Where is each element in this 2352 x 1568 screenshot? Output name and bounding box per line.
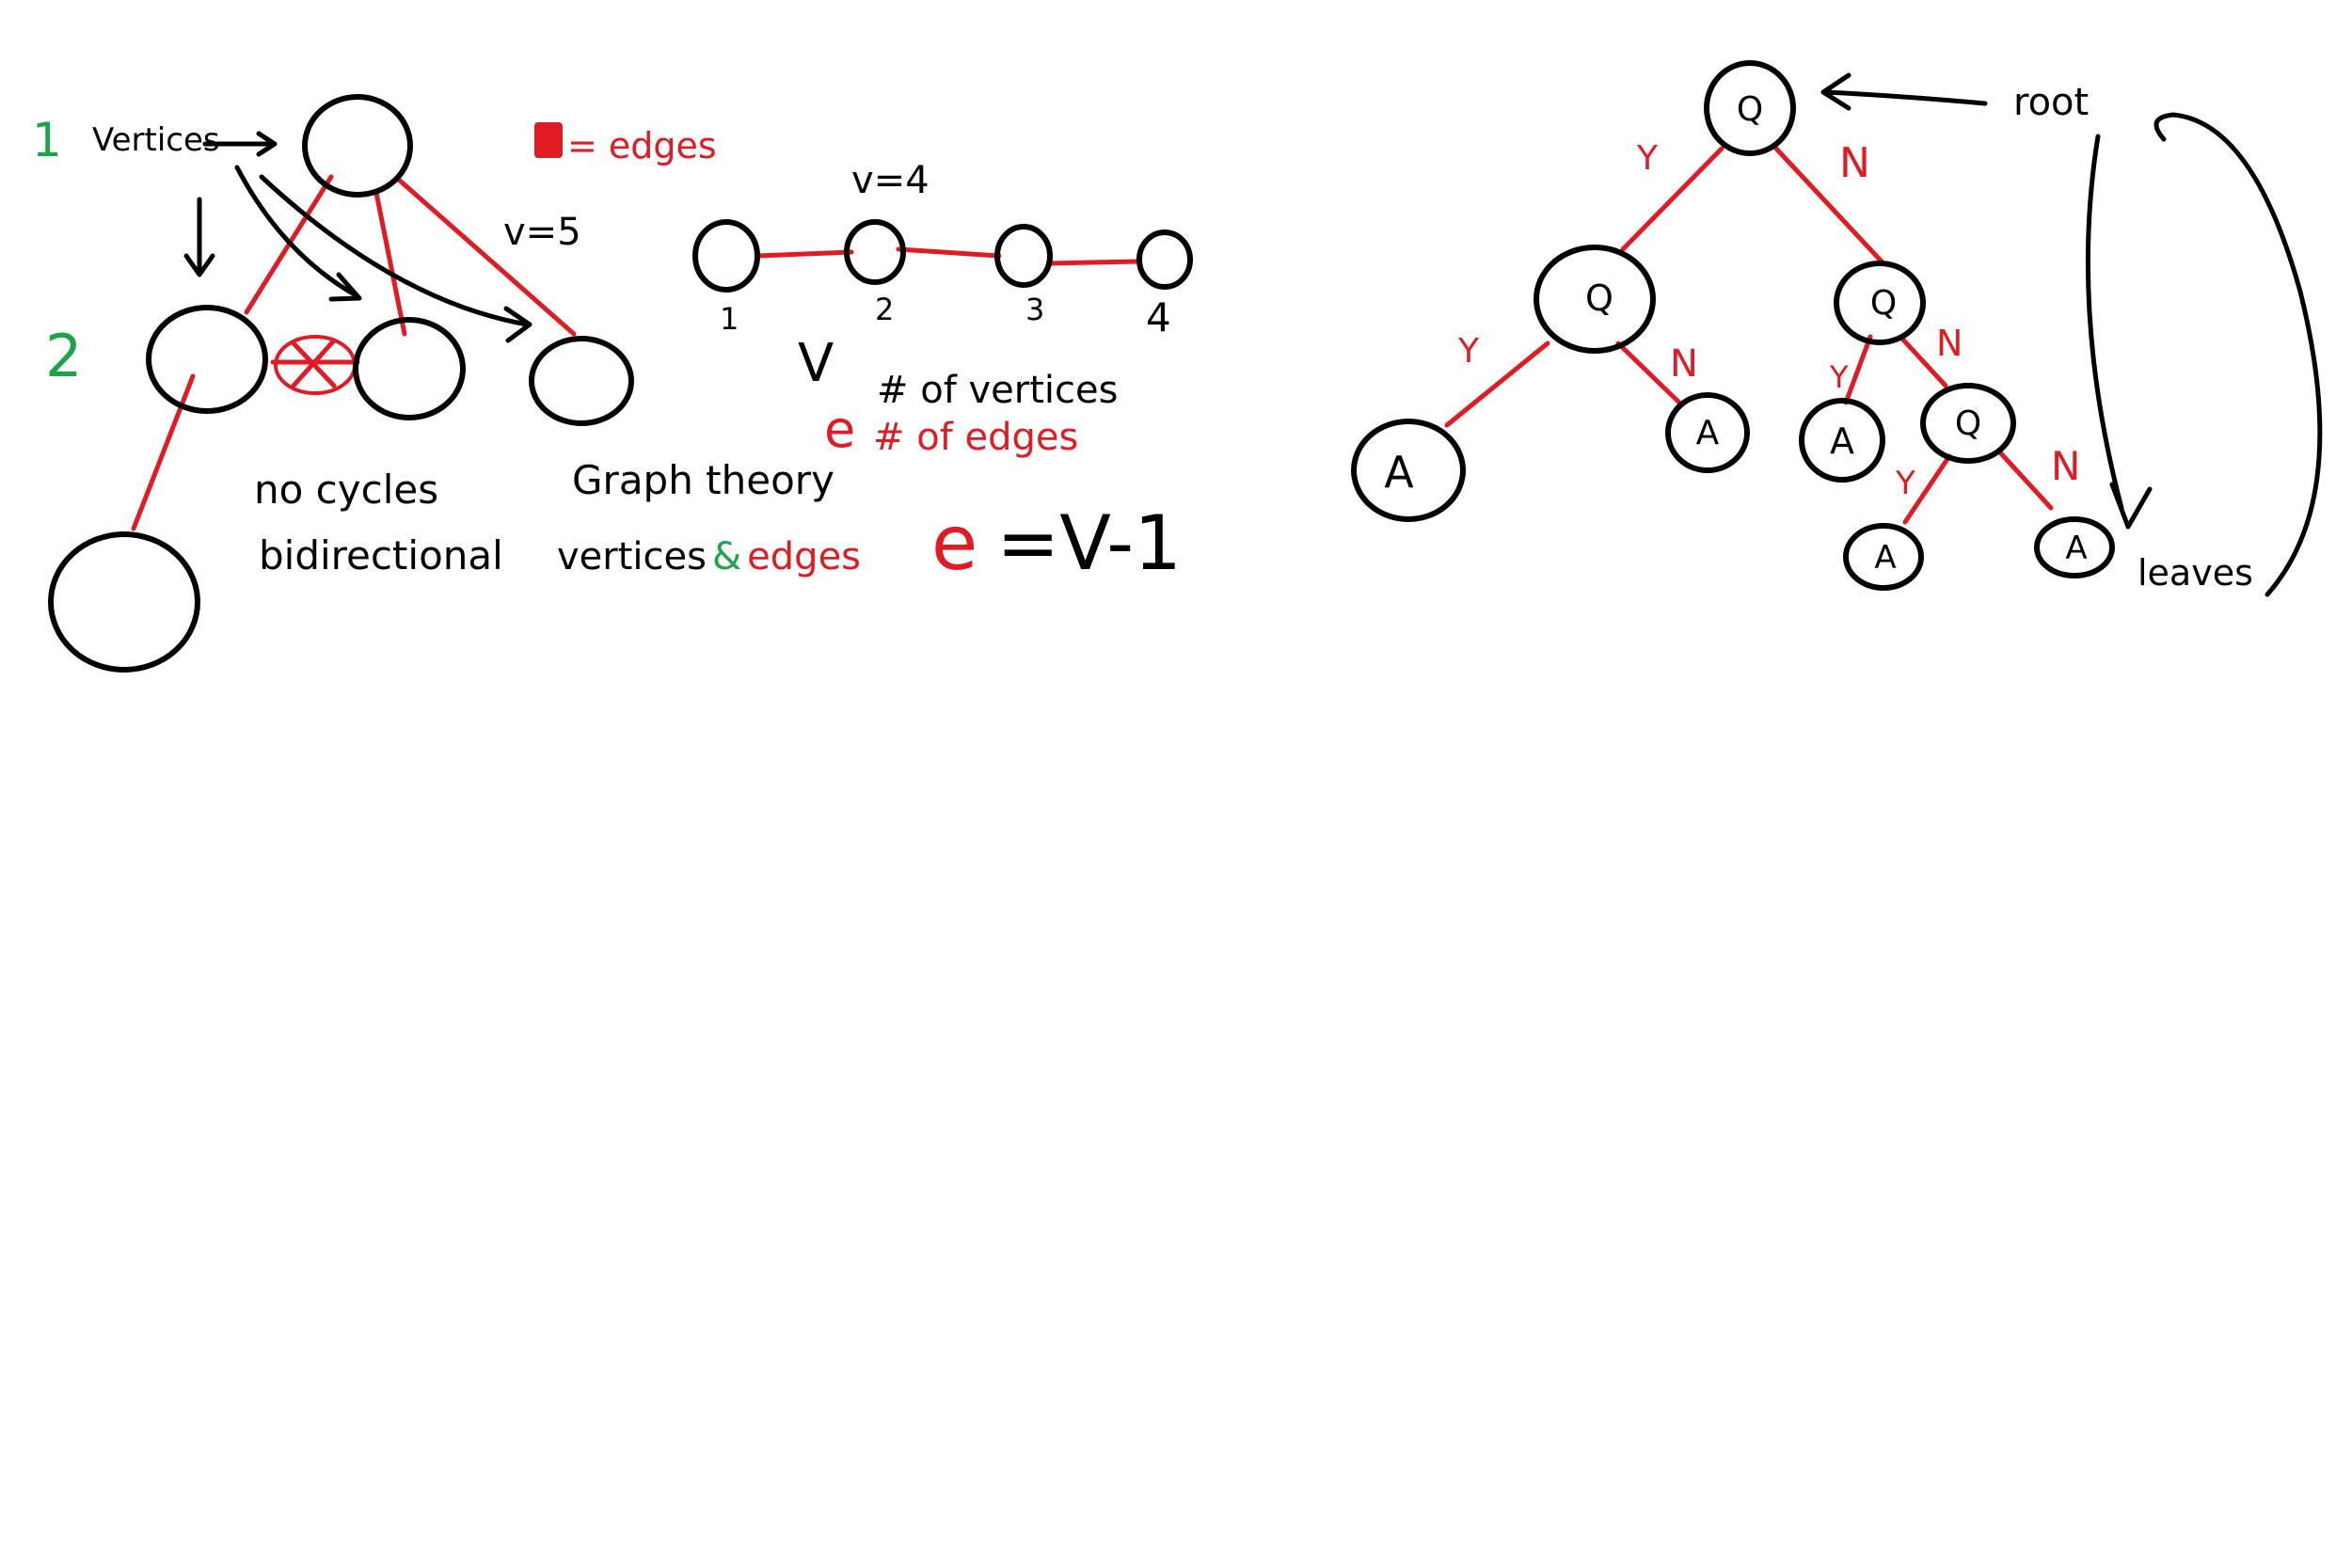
vertex-top (302, 94, 413, 198)
number-one: 1 (32, 113, 62, 167)
edge-top-to-right (397, 178, 577, 337)
graph-theory-text: Graph theory (572, 457, 834, 503)
chain-label-3: 3 (1025, 292, 1044, 327)
number-two: 2 (45, 322, 82, 390)
amp-symbol: & (712, 535, 741, 578)
red-swatch (534, 122, 563, 158)
arrow-to-right-vertex (259, 174, 532, 343)
edges-legend: = edges (567, 125, 717, 166)
chain-edge-2-3 (896, 246, 1002, 259)
formula: e=V-1 (931, 499, 1182, 587)
v-count-four: v=4 (851, 159, 930, 202)
chain-label-2: 2 (875, 292, 894, 327)
e-description: # of edges (873, 416, 1078, 459)
leaf-3-text: A (1830, 420, 1854, 462)
decision-tree: Q Q Q Q A A A A A Y N Y N Y N Y N root l… (1351, 60, 2323, 597)
tree-edge-rq-q3 (1898, 334, 1948, 388)
root-arrow (1820, 72, 1988, 111)
leaves-bracket-arrow (2085, 134, 2153, 530)
label-y-right: Y (1829, 359, 1849, 395)
tree-edge-rq-leaf3 (1843, 334, 1873, 405)
v-count-five: v=5 (503, 211, 581, 254)
label-n-root: N (1839, 139, 1870, 187)
vertex-left (146, 305, 268, 414)
v-symbol: V (798, 333, 834, 394)
arrow-to-left-vertex (183, 197, 215, 277)
label-n-right: N (1936, 323, 1963, 364)
tree-leaf-2 (1665, 392, 1750, 473)
edges-word: edges (747, 535, 861, 578)
root-q-text: Q (1737, 90, 1763, 129)
chain-edge-1-2 (755, 249, 854, 259)
arrow-to-top-vertex (202, 131, 278, 157)
tree-leaf-3 (1799, 398, 1885, 483)
chain-graph: 1 2 3 4 v=4 V # of vertices e # of edges… (557, 159, 1193, 587)
crossed-out-x (291, 338, 337, 388)
leaves-label: leaves (2137, 552, 2253, 594)
leaf-1-text: A (1384, 447, 1414, 498)
arrow-to-middle-vertex (234, 165, 362, 302)
label-y-left: Y (1457, 332, 1480, 371)
tree-edge-q3-leaf5 (1996, 449, 2054, 511)
label-y-third: Y (1895, 465, 1915, 502)
e-symbol: e (824, 400, 855, 459)
chain-vertex-1 (692, 219, 760, 293)
edge-left-to-bottom (131, 373, 196, 531)
tree-third-q-node (1920, 383, 2016, 464)
tree-edge-lq-leaf2 (1615, 341, 1682, 405)
vertex-right (529, 336, 634, 426)
chain-label-1: 1 (720, 301, 739, 337)
v-description: # of vertices (877, 369, 1118, 412)
tree-edge-q3-leaf4 (1902, 453, 1952, 525)
tree-root-node (1704, 60, 1796, 156)
third-q-text: Q (1955, 404, 1981, 443)
tree-leaf-5 (2034, 516, 2115, 578)
tree-leaf-4 (1843, 523, 1924, 591)
leaves-brace (2153, 112, 2323, 597)
vertices-word: vertices&edges (557, 535, 861, 578)
bidirectional-text: bidirectional (259, 532, 503, 578)
right-q-text: Q (1870, 284, 1897, 323)
chain-label-4: 4 (1146, 294, 1171, 341)
tree-left-q-node (1534, 245, 1656, 354)
no-cycles-text: no cycles (254, 467, 438, 513)
left-q-text: Q (1585, 277, 1613, 319)
tree-edge-root-right (1773, 146, 1884, 264)
chain-vertex-2 (844, 219, 906, 285)
root-label: root (2013, 81, 2089, 124)
vertices-word-text: vertices (557, 535, 707, 578)
leaf-5-text: A (2065, 530, 2087, 567)
formula-e: e (931, 499, 977, 587)
chain-vertex-3 (994, 224, 1053, 288)
left-graph: 1 2 Vertices = edges v=5 no cycles bidir… (32, 94, 717, 673)
tree-right-q-node (1834, 261, 1926, 345)
label-n-left: N (1670, 342, 1698, 386)
edge-top-to-middle (373, 190, 407, 337)
vertices-label: Vertices (92, 121, 220, 159)
tree-edge-lq-leaf1 (1444, 341, 1550, 428)
leaf-4-text: A (1874, 539, 1896, 577)
label-n-third: N (2051, 443, 2080, 489)
vertex-middle (353, 317, 466, 420)
formula-rest: =V-1 (996, 499, 1182, 587)
tree-leaf-1 (1351, 419, 1466, 522)
tree-edge-root-left (1620, 146, 1724, 252)
leaf-2-text: A (1696, 414, 1720, 452)
chain-edge-3-4 (1046, 259, 1139, 266)
chain-vertex-4 (1136, 230, 1193, 290)
vertex-bottom (48, 531, 200, 673)
label-y-root: Y (1636, 139, 1659, 178)
